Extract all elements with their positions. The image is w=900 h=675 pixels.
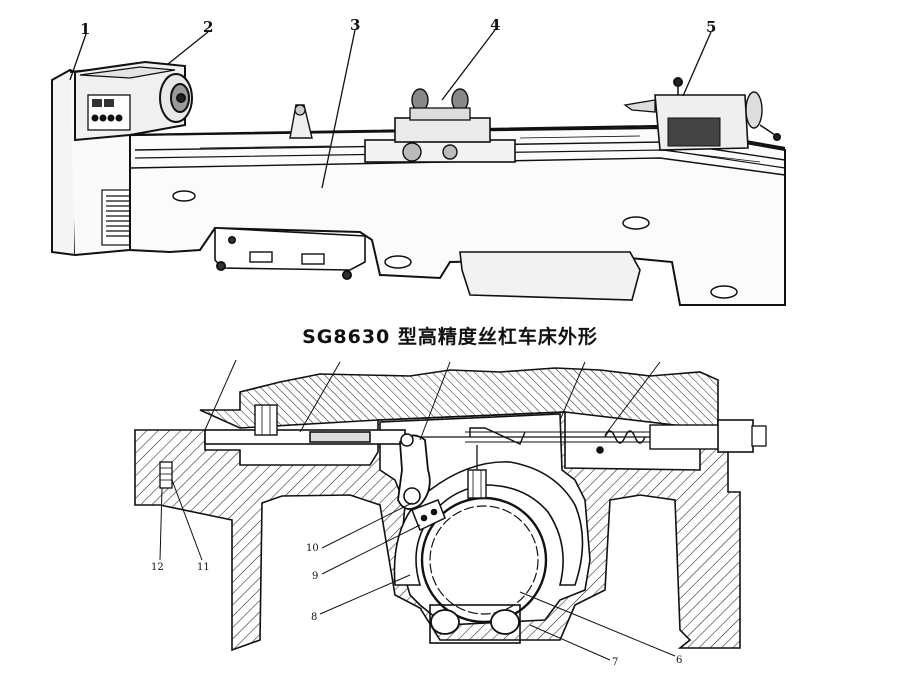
bed-hole [384, 255, 412, 269]
bed-hole [622, 216, 650, 230]
rod [204, 429, 406, 445]
section-callout-9: 9 [312, 571, 318, 582]
nut-crescent [393, 461, 584, 586]
section-leaders [159, 359, 676, 661]
section-callout-6: 6 [676, 655, 682, 666]
clamp-plate [411, 499, 446, 532]
lathe-illustration [51, 60, 786, 306]
lathe-bed [129, 126, 786, 306]
section-callout-12: 12 [151, 562, 164, 573]
section-callout-10: 10 [306, 543, 319, 554]
callout-3: 3 [350, 16, 360, 34]
bed-hole [710, 285, 738, 299]
figure-caption: SG8630 型高精度丝杠车床外形 [302, 326, 598, 348]
bed-hole [172, 190, 196, 202]
lathe-callouts [69, 29, 712, 189]
tailstock [623, 77, 781, 151]
callout-2: 2 [203, 18, 213, 36]
bed-cutout-left [214, 227, 366, 271]
callout-5: 5 [706, 18, 716, 36]
section-callout-7: 7 [612, 657, 618, 668]
upper-housing [199, 367, 719, 429]
spring [604, 430, 646, 444]
section-callout-8: 8 [311, 612, 317, 623]
callout-4: 4 [490, 16, 500, 34]
carriage [364, 88, 516, 163]
section-callout-11: 11 [197, 562, 210, 573]
bed-cutout-right [459, 251, 641, 301]
callout-1: 1 [80, 20, 90, 38]
cross-section [134, 367, 767, 652]
